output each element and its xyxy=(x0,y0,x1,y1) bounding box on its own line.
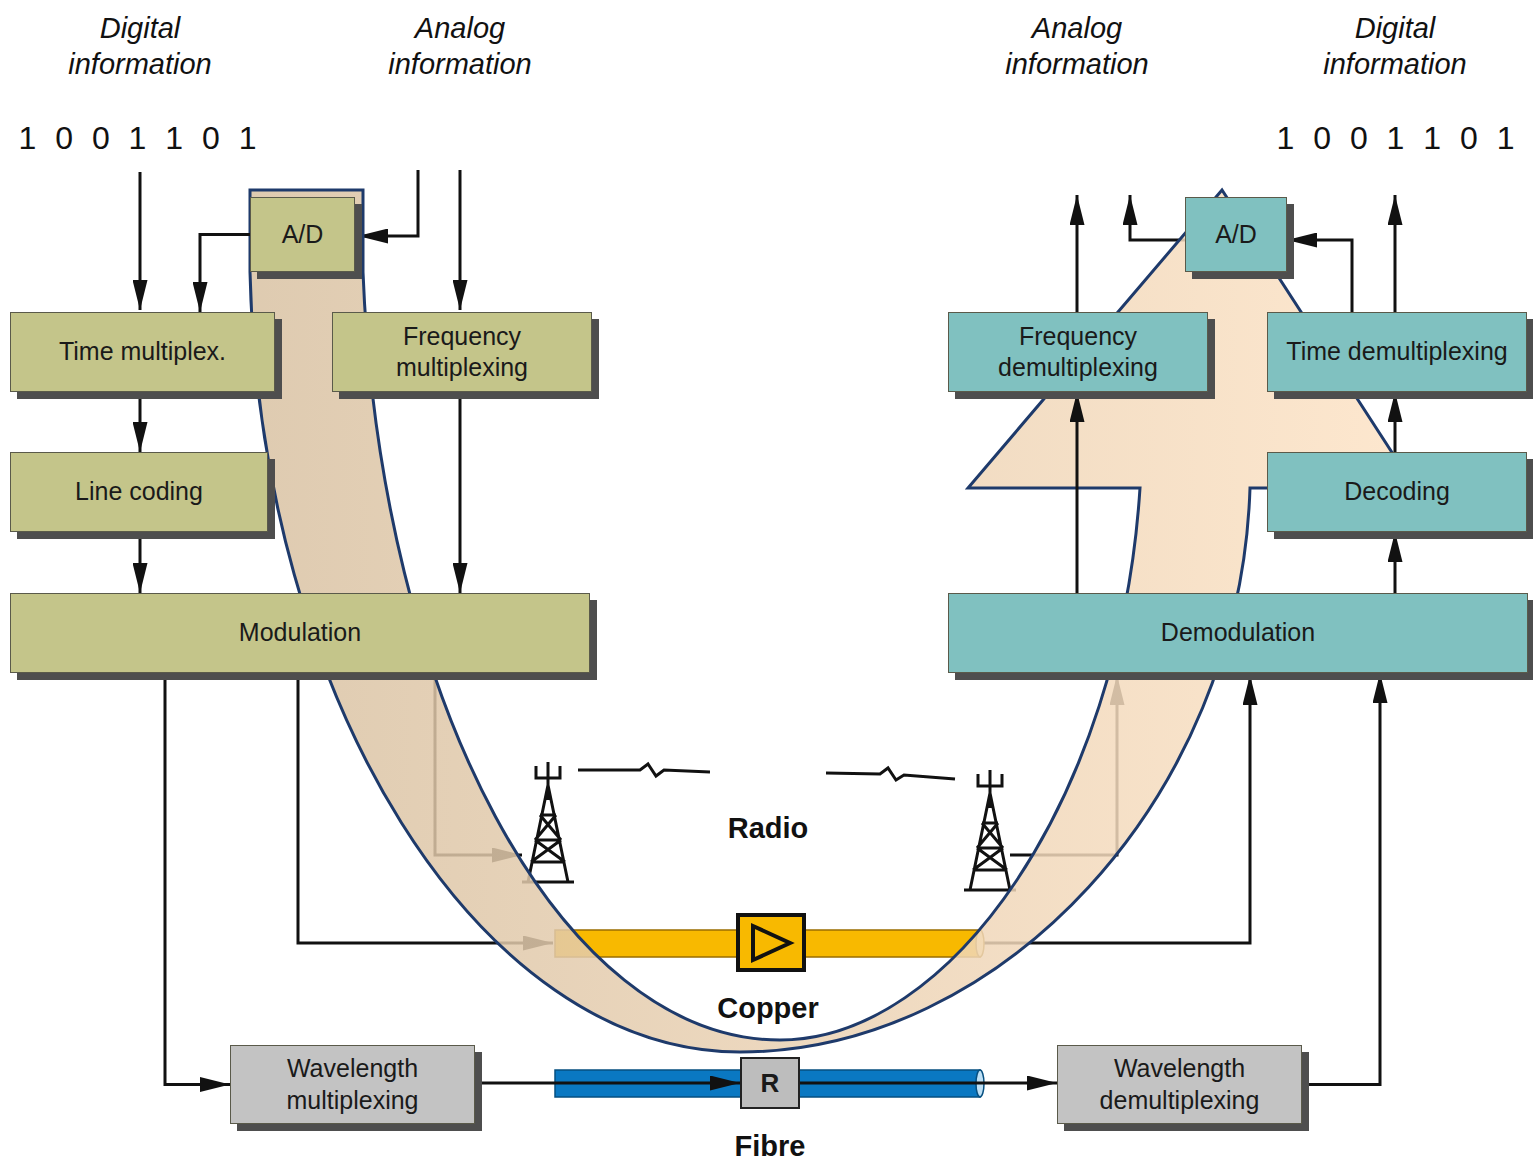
antenna-tower xyxy=(964,770,1016,890)
signal-connector xyxy=(800,1082,1057,1085)
output-arrow xyxy=(1076,195,1079,312)
node-text: Frequency demultiplexing xyxy=(959,321,1197,384)
amplifier-symbol xyxy=(738,915,804,970)
medium-label: Copper xyxy=(713,990,823,1026)
signal-connector xyxy=(459,392,462,593)
signal-connector xyxy=(1287,240,1352,312)
signal-connector xyxy=(1076,392,1079,593)
process-box: Line coding xyxy=(10,452,268,532)
process-box: Modulation xyxy=(10,593,590,673)
repeater-box: R xyxy=(740,1057,800,1109)
signal-connector xyxy=(1394,532,1397,593)
converter-box: A/D xyxy=(1185,197,1287,272)
amplifier-symbol xyxy=(753,926,790,960)
converter-box: A/D xyxy=(250,197,355,272)
process-box: Demodulation xyxy=(948,593,1528,673)
process-box: Time demultiplexing xyxy=(1267,312,1527,392)
signal-connector xyxy=(139,532,142,593)
output-arrow xyxy=(1130,195,1185,240)
input-arrow xyxy=(459,170,462,310)
node-text: Decoding xyxy=(1344,476,1450,507)
radio-wave xyxy=(578,764,710,776)
signal-connector xyxy=(1394,392,1397,452)
signal-type-label: Analog information xyxy=(962,10,1192,83)
signal-connector xyxy=(165,673,230,1085)
medium-label: Fibre xyxy=(731,1128,810,1164)
signal-type-label: Digital information xyxy=(35,10,245,83)
input-arrow xyxy=(358,170,418,236)
node-text: Line coding xyxy=(75,476,203,507)
process-box: Frequency multiplexing xyxy=(332,312,592,392)
signal-connector xyxy=(139,392,142,452)
bit-sequence: 1 0 0 1 1 0 1 xyxy=(1277,118,1520,158)
process-box: Time multiplex. xyxy=(10,312,275,392)
output-arrow xyxy=(1394,195,1397,312)
signal-type-label: Digital information xyxy=(1290,10,1500,83)
process-box: Wavelength demultiplexing xyxy=(1057,1045,1302,1124)
node-text: Demodulation xyxy=(1161,617,1315,648)
node-text: Time demultiplexing xyxy=(1286,336,1507,367)
signal-type-label: Analog information xyxy=(345,10,575,83)
node-text: R xyxy=(761,1067,780,1100)
node-text: A/D xyxy=(1215,219,1257,250)
node-text: Wavelength demultiplexing xyxy=(1068,1053,1291,1116)
node-text: Wavelength multiplexing xyxy=(241,1053,464,1116)
input-arrow xyxy=(139,172,142,310)
antenna-tower xyxy=(522,762,574,882)
bit-sequence: 1 0 0 1 1 0 1 xyxy=(19,118,262,158)
node-text: Modulation xyxy=(239,617,361,648)
node-text: Time multiplex. xyxy=(59,336,226,367)
node-text: A/D xyxy=(282,219,324,250)
process-box: Wavelength multiplexing xyxy=(230,1045,475,1124)
node-text: Frequency multiplexing xyxy=(343,321,581,384)
signal-connector xyxy=(1302,673,1380,1085)
medium-label: Radio xyxy=(724,810,813,846)
process-box: Frequency demultiplexing xyxy=(948,312,1208,392)
signal-connector xyxy=(475,1082,740,1085)
process-box: Decoding xyxy=(1267,452,1527,532)
signal-connector xyxy=(200,235,250,313)
radio-wave xyxy=(826,768,955,780)
